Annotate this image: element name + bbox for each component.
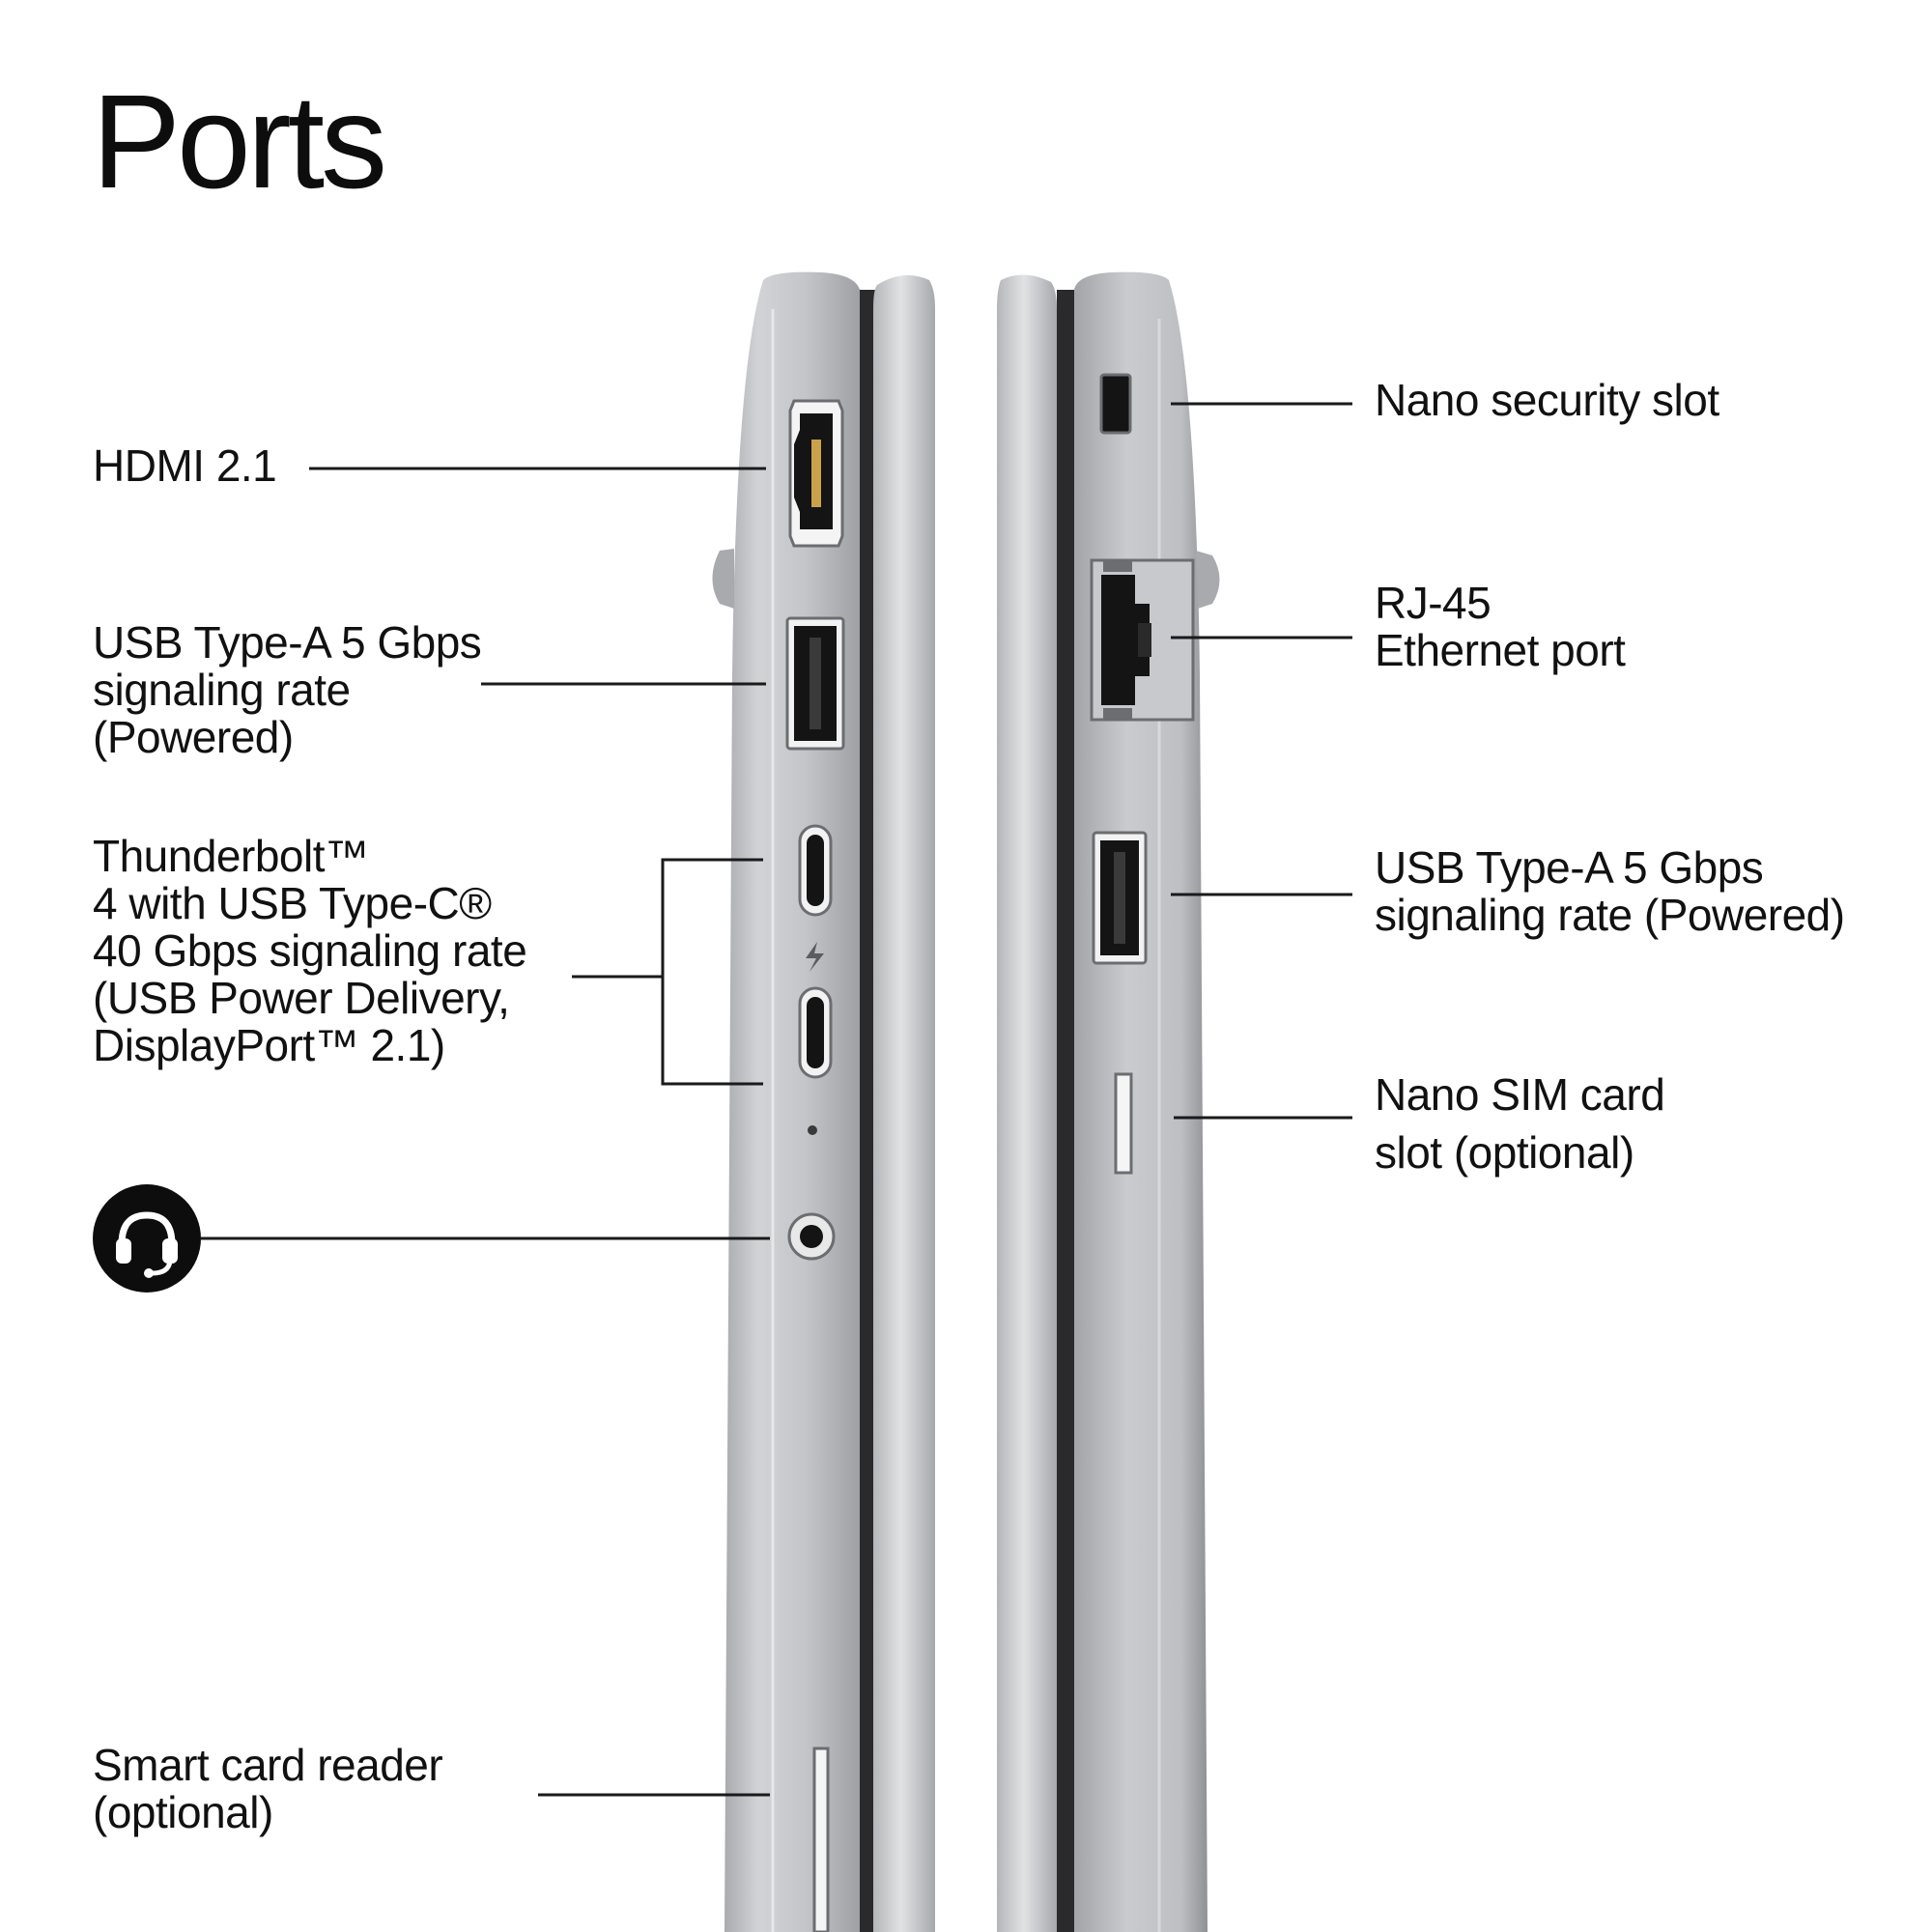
label-line: USB Type-A 5 Gbps	[1375, 842, 1764, 893]
label-usb-a-right: USB Type-A 5 Gbps signaling rate (Powere…	[1375, 844, 1845, 939]
label-nano-sim: Nano SIM card slot (optional)	[1375, 1065, 1665, 1181]
thunderbolt-icon	[806, 942, 824, 972]
label-nano-security: Nano security slot	[1375, 377, 1719, 424]
page-title: Ports	[92, 68, 387, 216]
right-hinge-bump	[1196, 551, 1220, 609]
label-line: (Powered)	[93, 712, 294, 762]
label-line: Thunderbolt™	[93, 831, 369, 881]
headset-glyph	[116, 1211, 178, 1278]
label-line: RJ-45	[1375, 578, 1492, 628]
left-hinge-bump	[712, 549, 734, 609]
label-line: (USB Power Delivery,	[93, 973, 510, 1023]
label-line: signaling rate (Powered)	[1375, 890, 1845, 940]
usb-c-port-1	[798, 824, 833, 917]
hdmi-port	[788, 399, 844, 548]
label-smart-card: Smart card reader (optional)	[93, 1740, 443, 1837]
label-thunderbolt: Thunderbolt™ 4 with USB Type-C® 40 Gbps …	[93, 831, 527, 1070]
label-usb-a-left: USB Type-A 5 Gbps signaling rate (Powere…	[93, 617, 482, 762]
label-line: 40 Gbps signaling rate	[93, 925, 527, 976]
label-line: signaling rate	[93, 665, 351, 715]
right-lid-gap	[1057, 290, 1074, 1932]
nano-security-slot	[1099, 373, 1132, 435]
label-line: (optional)	[93, 1787, 273, 1837]
usb-a-left-port	[785, 616, 845, 751]
leader-bracket-thunderbolt	[661, 858, 763, 1086]
right-lid-shell	[997, 274, 1057, 1932]
rj45-port	[1090, 558, 1195, 722]
status-led-icon	[808, 1125, 817, 1135]
label-line: Smart card reader	[93, 1740, 443, 1790]
left-lid-shell	[873, 275, 935, 1932]
label-line: USB Type-A 5 Gbps	[93, 617, 482, 668]
label-line: Nano SIM card	[1375, 1069, 1665, 1120]
headset-icon	[93, 1184, 201, 1293]
nano-sim-slot	[1114, 1072, 1133, 1175]
audio-jack-port	[787, 1212, 836, 1261]
smart-card-slot	[812, 1747, 830, 1932]
usb-a-right-port	[1092, 831, 1148, 965]
label-line: 4 with USB Type-C®	[93, 878, 492, 928]
usb-c-port-2	[798, 986, 833, 1079]
label-rj45: RJ-45 Ethernet port	[1375, 578, 1626, 675]
label-line: slot (optional)	[1375, 1127, 1634, 1178]
label-line: Nano security slot	[1375, 375, 1719, 425]
label-hdmi: HDMI 2.1	[93, 440, 277, 491]
label-line: Ethernet port	[1375, 625, 1626, 675]
label-line: HDMI 2.1	[93, 440, 277, 491]
label-line: DisplayPort™ 2.1)	[93, 1020, 445, 1070]
